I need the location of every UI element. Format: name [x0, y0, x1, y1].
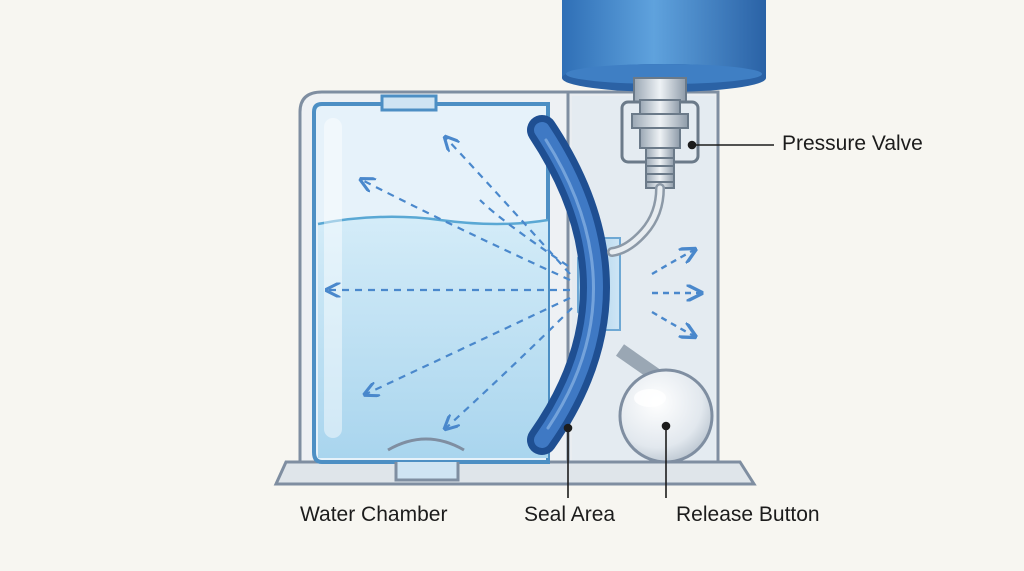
- seal-area-label: Seal Area: [524, 503, 616, 526]
- water-chamber-label: Water Chamber: [300, 503, 448, 526]
- top-cylinder: [562, 0, 766, 92]
- pressure-valve-label: Pressure Valve: [782, 132, 923, 155]
- water-chamber: [312, 94, 550, 482]
- flow-arrows-right: [651, 250, 700, 336]
- flow-arrows-left: [328, 138, 573, 428]
- release-button-label: Release Button: [676, 503, 820, 526]
- leader-lines: [563, 140, 774, 498]
- pressure-valve: [607, 77, 700, 257]
